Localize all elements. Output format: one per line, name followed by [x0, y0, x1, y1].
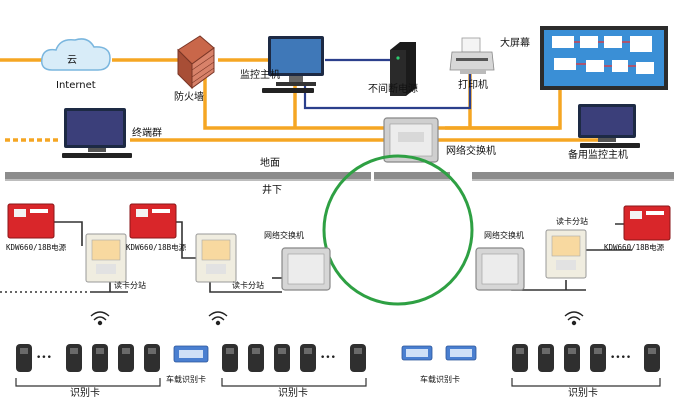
- reader-right-label: 读卡分站: [556, 217, 588, 226]
- switch-left-label: 网络交换机: [264, 231, 304, 240]
- underground-label: 井下: [262, 185, 282, 196]
- reader-station-right: [545, 229, 587, 279]
- terminal-group-icon: [62, 108, 132, 158]
- big-screen-icon: [540, 26, 668, 90]
- big-screen-label: 大屏幕: [500, 38, 530, 49]
- vehicle-card-center-icon: [401, 345, 477, 361]
- firewall-label: 防火墙: [174, 92, 204, 103]
- ups-icon: [390, 42, 416, 96]
- id-card-group-left: •••: [16, 344, 160, 372]
- backup-host-label: 备用监控主机: [568, 150, 628, 161]
- reader-mid-label: 读卡分站: [232, 281, 264, 290]
- reader-left-label: 读卡分站: [114, 281, 146, 290]
- power-box-right: [623, 205, 671, 241]
- svg-text:•••: •••: [36, 353, 52, 363]
- power-box-left1: [7, 203, 55, 239]
- backup-host-icon: [578, 104, 640, 148]
- reader-station-left: [85, 233, 127, 283]
- printer-label: 打印机: [458, 80, 488, 91]
- central-switch-icon: [383, 117, 439, 163]
- wireless-icon-left: [90, 311, 110, 326]
- id-card-group-right: ••••: [512, 344, 660, 372]
- underground-switch-left: [281, 247, 331, 291]
- power-left1-label: KDW660/18B电源: [6, 243, 67, 252]
- switch-right-label: 网络交换机: [484, 231, 524, 240]
- id-card-group-mid: •••: [222, 344, 366, 372]
- blue-links: [303, 58, 472, 110]
- wireless-icon-mid: [208, 311, 228, 326]
- vehicle-card-left-label: 车载识别卡: [166, 375, 206, 384]
- cloud-label: 云: [67, 55, 77, 66]
- cloud-icon: [40, 38, 111, 71]
- id-card-right-label: 识别卡: [568, 388, 598, 399]
- ring-network: [322, 154, 474, 306]
- id-card-left-label: 识别卡: [70, 388, 100, 399]
- network-links: [0, 58, 600, 142]
- internet-label: Internet: [56, 80, 96, 91]
- monitor-host-icon: [262, 36, 324, 93]
- ground-surface: [5, 172, 674, 181]
- svg-text:••••: ••••: [610, 353, 631, 363]
- firewall-icon: [177, 35, 215, 90]
- printer-icon: [449, 37, 495, 74]
- reader-station-mid: [195, 233, 237, 283]
- ups-label: 不间断电源: [368, 84, 418, 95]
- power-right-label: KDW660/18B电源: [604, 243, 665, 252]
- svg-text:•••: •••: [320, 353, 336, 363]
- monitor-host-label: 监控主机: [240, 70, 280, 81]
- central-switch-label: 网络交换机: [446, 146, 496, 157]
- terminal-group-label: 终端群: [132, 128, 162, 139]
- ground-label: 地面: [260, 158, 280, 169]
- id-card-mid-label: 识别卡: [278, 388, 308, 399]
- card-brackets: [15, 378, 661, 387]
- vehicle-card-center-label: 车载识别卡: [420, 375, 460, 384]
- vehicle-card-left-icon: [173, 345, 209, 363]
- power-left2-label: KDW660/18B电源: [126, 243, 187, 252]
- underground-switch-right: [475, 247, 525, 291]
- power-box-left2: [129, 203, 177, 239]
- wireless-icon-right: [564, 311, 584, 326]
